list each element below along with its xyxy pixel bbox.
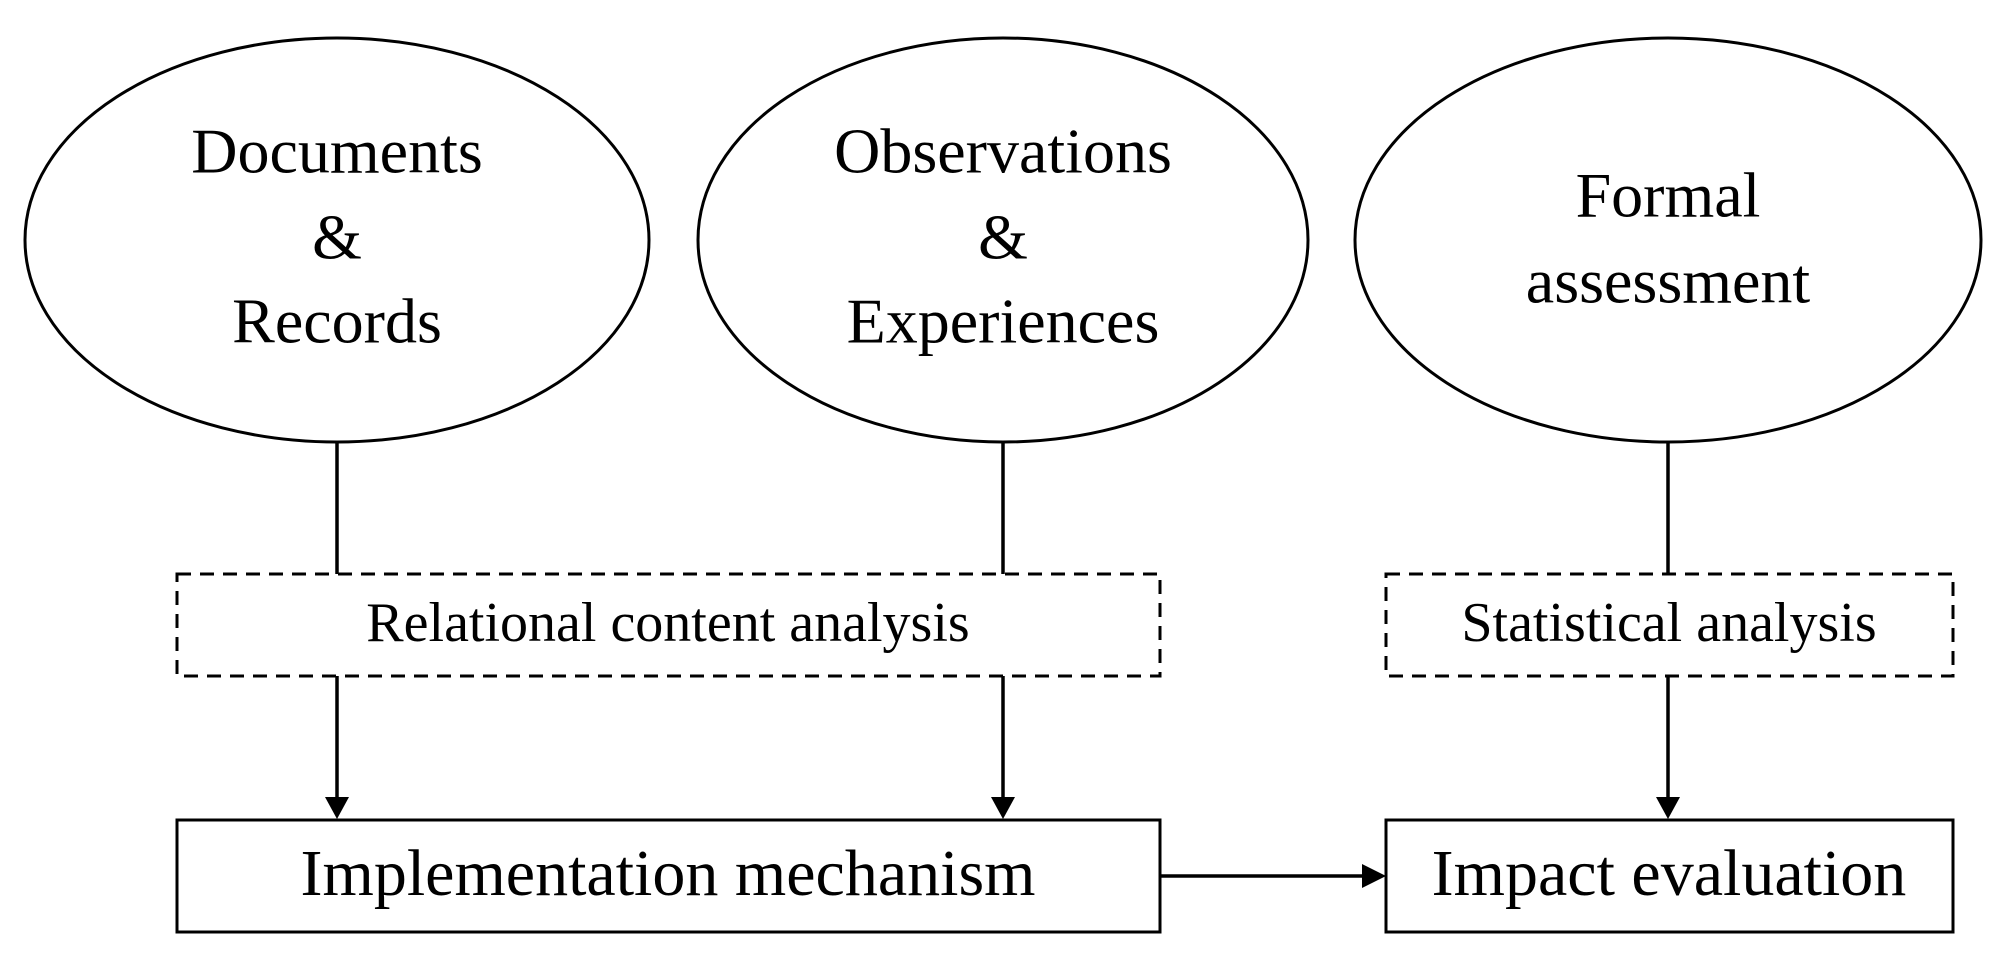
observations-line-3: Experiences [847, 286, 1160, 357]
method-relational-content-analysis: Relational content analysis [175, 572, 1162, 678]
ellipse-observations-experiences [696, 36, 1310, 444]
statistical-label: Statistical analysis [1461, 592, 1876, 654]
arrowhead-implementation-left [325, 797, 349, 819]
ellipse-formal-assessment [1353, 36, 1983, 444]
documents-line-3: Records [232, 286, 442, 357]
arrowhead-impact-top [1656, 797, 1680, 819]
box-impact [1384, 818, 1955, 934]
documents-line-2: & [312, 202, 362, 273]
source-formal-assessment: Formal assessment [1353, 36, 1983, 444]
outcome-impact-evaluation: Impact evaluation [1384, 818, 1955, 934]
method-statistical-analysis: Statistical analysis [1384, 572, 1955, 678]
dashed-box-statistical [1384, 572, 1955, 678]
arrowhead-implementation-right [991, 797, 1015, 819]
connectors [325, 442, 1680, 888]
ellipse-documents-records [23, 36, 651, 444]
box-implementation [175, 818, 1162, 934]
source-observations-experiences: Observations & Experiences [696, 36, 1310, 444]
implementation-label: Implementation mechanism [301, 837, 1036, 910]
observations-line-2: & [978, 202, 1028, 273]
relational-label: Relational content analysis [366, 592, 969, 654]
outcome-implementation-mechanism: Implementation mechanism [175, 818, 1162, 934]
source-documents-records: Documents & Records [23, 36, 651, 444]
impact-label: Impact evaluation [1432, 837, 1907, 910]
dashed-box-relational [175, 572, 1162, 678]
documents-line-1: Documents [191, 116, 483, 187]
assessment-line-2: assessment [1526, 246, 1811, 317]
arrowhead-impact-left [1362, 864, 1386, 888]
observations-line-1: Observations [834, 116, 1172, 187]
assessment-line-1: Formal [1576, 160, 1761, 231]
